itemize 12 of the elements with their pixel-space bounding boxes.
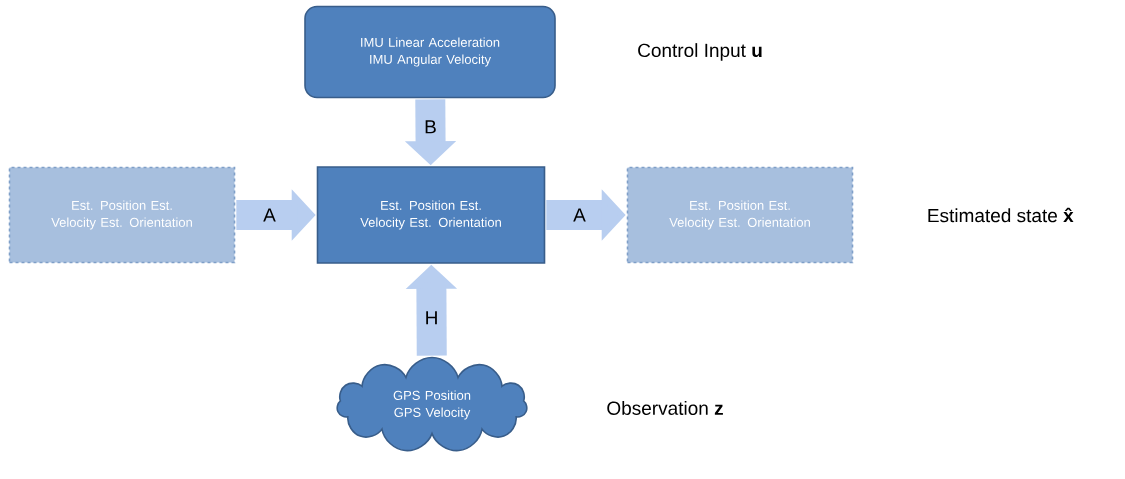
- observation-cloud: GPS Position GPS Velocity: [336, 356, 528, 452]
- input-box: IMU Linear Acceleration IMU Angular Velocity: [304, 5, 556, 99]
- axis-label: Control Input u: [638, 43, 762, 61]
- arrow-label: B: [425, 120, 436, 134]
- axis-label: Observation z: [607, 401, 723, 415]
- state-box: Est. Position Est. Velocity Est. Orientation: [316, 166, 546, 264]
- arrow-label: H: [426, 311, 437, 325]
- state-box: Est. Position Est. Velocity Est. Orientation: [626, 166, 854, 264]
- state-box: Est. Position Est. Velocity Est. Orientation: [8, 166, 236, 264]
- axis-label: Estimated state x̂: [928, 207, 1074, 223]
- arrow-label: A: [263, 208, 276, 222]
- arrow-label: A: [573, 208, 586, 222]
